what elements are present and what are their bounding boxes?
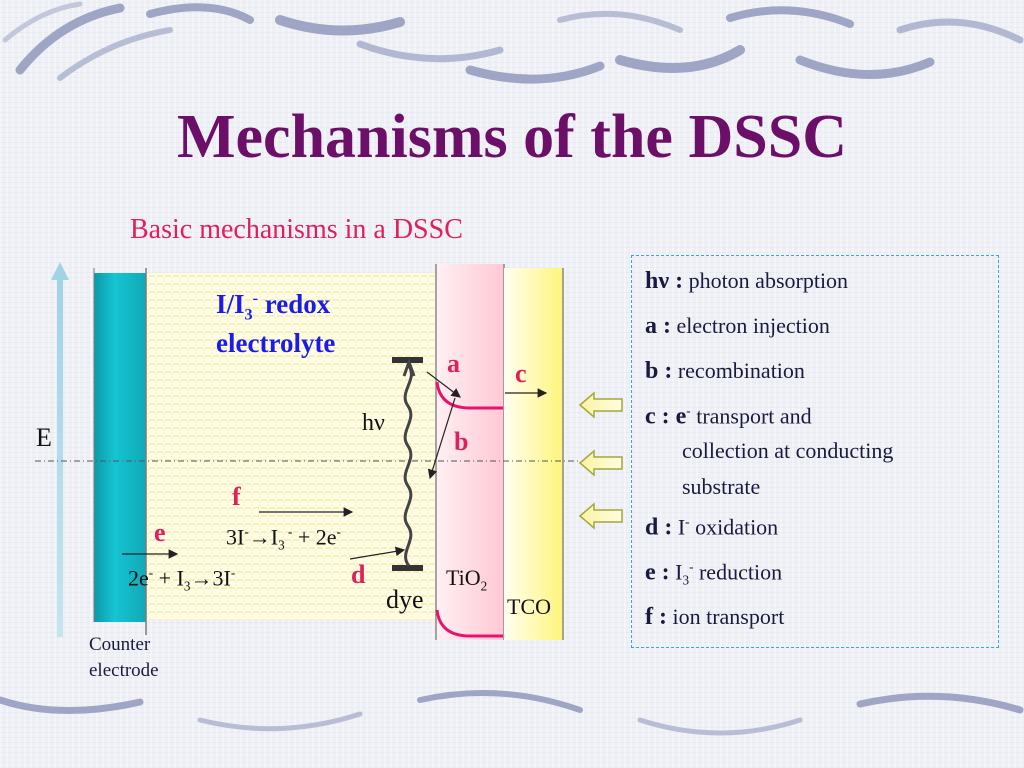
process-label-c: c (515, 359, 527, 388)
legend-item-d: d : I- oxidation (645, 514, 779, 541)
top-decorative-band (2, 1, 1024, 84)
incident-light-arrows (578, 391, 623, 530)
legend-item-a: a : electron injection (645, 313, 830, 339)
legend-box: hν : photon absorption a : electron inje… (631, 255, 999, 648)
diagram-subtitle: Basic mechanisms in a DSSC (130, 214, 463, 245)
dye-lumo-level (392, 357, 423, 363)
tco-label: TCO (507, 594, 551, 619)
tco-layer (504, 268, 563, 640)
legend-item-f: f : ion transport (645, 604, 785, 630)
energy-axis-label: E (36, 423, 52, 452)
energy-axis-arrow (51, 262, 69, 637)
dye-label: dye (386, 585, 424, 614)
dye-homo-level (392, 565, 423, 571)
conduction-band-curve (435, 381, 503, 410)
process-label-d: d (351, 560, 366, 589)
counter-electrode-line1: Counter (89, 634, 151, 655)
counter-electrode-label: Counter electrode (89, 632, 159, 684)
arrow-d-oxidation (349, 546, 406, 560)
arrow-b-recombination (427, 397, 456, 480)
electrolyte-label-line1: I/I3- redox (216, 289, 331, 324)
bottom-decorative-band (0, 689, 1024, 736)
excitation-label: hν (362, 410, 385, 436)
process-label-f: f (232, 482, 241, 511)
process-label-b: b (454, 427, 469, 456)
page-title: Mechanisms of the DSSC (177, 103, 847, 171)
photon-wave (403, 365, 413, 567)
arrow-a-injection (426, 371, 461, 398)
tio2-layer (436, 264, 504, 640)
process-label-e: e (154, 518, 166, 547)
legend-item-c: c : e- transport and (645, 403, 812, 430)
legend-item-hv: hν : photon absorption (645, 268, 849, 294)
legend-item-b: b : recombination (645, 358, 805, 384)
electrolyte-region (146, 273, 436, 620)
valence-band-curve (435, 609, 503, 638)
legend-item-c-line3: substrate (682, 474, 761, 499)
reduction-equation: 2e- + I3→3I- (128, 565, 236, 594)
counter-electrode-slab (94, 273, 146, 622)
legend-item-e: e : I3- reduction (645, 559, 783, 588)
oxidation-equation: 3I-→I3 - + 2e- (226, 524, 341, 553)
process-label-a: a (447, 349, 460, 378)
tio2-label: TiO2 (446, 565, 488, 594)
electrolyte-label-line2: electrolyte (216, 328, 336, 358)
counter-electrode-line2: electrode (89, 660, 159, 681)
legend-item-c-line2: collection at conducting (682, 438, 894, 463)
